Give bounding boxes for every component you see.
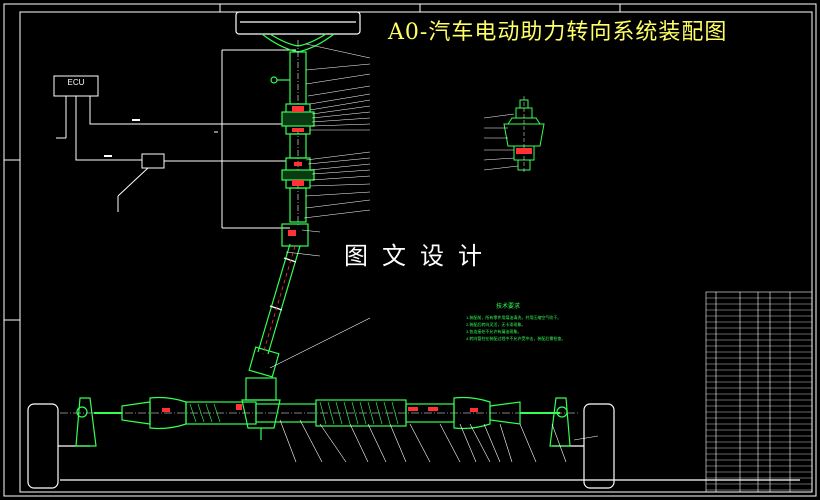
watermark: 图文设计 xyxy=(344,242,496,270)
technical-note-line: 2.装配后转向灵活，无卡滞现象。 xyxy=(466,322,526,327)
technical-note-line: 4.转向管柱在装配过程中不允许受冲击，装配后需检查。 xyxy=(466,336,566,341)
technical-notes-heading: 技术要求 xyxy=(496,304,521,310)
rack-hatching xyxy=(189,401,399,425)
leader-lines-column xyxy=(269,43,371,369)
drawing-title: A0-汽车电动助力转向系统装配图 xyxy=(388,20,728,45)
column-sections xyxy=(288,106,304,236)
pinion-housing xyxy=(241,377,281,440)
height-dimension xyxy=(214,49,296,229)
technical-notes: 技术要求 1.装配前，所有零件用煤油清洗，并用压缩空气吹干。 2.装配后转向灵活… xyxy=(466,304,616,342)
right-wheel xyxy=(549,397,615,489)
ecu-wiring xyxy=(53,75,286,212)
parts-list-rows xyxy=(706,297,812,491)
intermediate-shaft xyxy=(248,243,301,378)
parts-list xyxy=(705,291,813,493)
detail-view xyxy=(483,96,545,174)
steering-column xyxy=(270,40,315,247)
leader-lines-rack xyxy=(279,419,599,463)
technical-note-line: 3.各连接处不允许有漏油现象。 xyxy=(466,329,522,334)
left-wheel xyxy=(27,397,800,489)
technical-note-line: 1.装配前，所有零件用煤油清洗，并用压缩空气吹干。 xyxy=(466,315,562,320)
drawing-frame xyxy=(3,3,817,497)
ecu-label: ECU xyxy=(67,78,85,87)
rack-sections xyxy=(162,404,478,412)
sensor-box xyxy=(141,153,165,169)
